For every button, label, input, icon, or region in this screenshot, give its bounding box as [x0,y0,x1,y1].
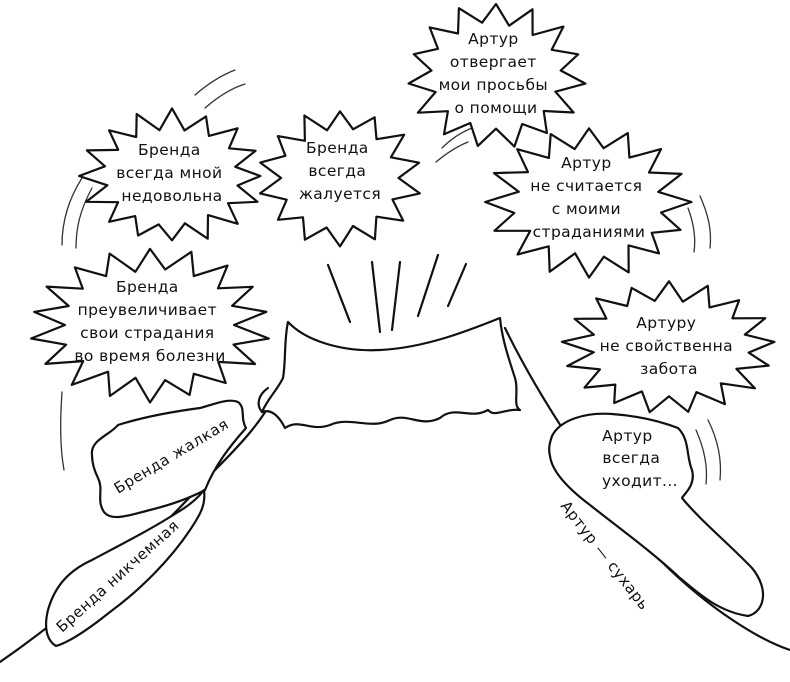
motion-arc-11 [707,419,722,481]
crater-lip-left [257,386,270,414]
burst-artur-ignores [484,127,693,279]
burst-line: Артур [468,30,518,48]
burst-text-brenda-dissatisfied: Бренда всегда мной недовольна [116,141,228,205]
motion-arc-8 [687,207,696,253]
burst-line: о помощи [454,99,537,117]
eruption-ray-5 [446,262,468,308]
rock-brenda-worthless [45,488,206,648]
burst-brenda-exaggerates [30,247,270,404]
burst-line: жалуется [299,185,381,203]
motion-arc-2 [204,83,246,109]
burst-text-artur-ignores: Артур не считается с моими страданиями [530,154,647,241]
rock-line: уходит... [602,472,678,490]
burst-line: не считается [530,177,642,195]
burst-text-artur-uncaring: Артуру не свойственна забота [600,314,739,378]
burst-line: с моими [552,200,621,218]
burst-line: Артуру [636,314,696,332]
rock-line: всегда [602,449,660,467]
eruption-ray-2 [370,260,382,334]
rock-text-artur-leaves: Артур всегда уходит... [602,427,678,490]
burst-line: забота [640,360,698,378]
volcano-crater [260,316,522,430]
burst-line: всегда мной [116,164,222,182]
motion-arc-1 [194,69,236,96]
burst-line: Бренда [306,139,369,157]
motion-arc-7 [435,141,469,163]
burst-shapes [30,2,776,414]
motion-arc-9 [699,195,712,249]
burst-artur-uncaring [560,280,776,414]
motion-arc-6 [441,127,473,149]
burst-brenda-complains [259,110,421,248]
burst-line: свои страдания [80,324,214,342]
burst-line: Бренда [138,141,201,159]
rock-brenda-pathetic [90,399,248,519]
burst-line: во время болезни [74,347,225,365]
burst-text-artur-rejects: Артур отвергает мои просьбы о помощи [439,30,554,117]
burst-line: отвергает [450,53,537,71]
burst-artur-rejects [407,2,587,148]
rock-line: Артур [602,427,652,445]
motion-arc-10 [695,429,708,485]
eruption-ray-3 [390,260,402,332]
burst-text-brenda-complains: Бренда всегда жалуется [299,139,381,203]
motion-arc-3 [61,177,83,246]
burst-line: Бренда [116,278,179,296]
eruption-ray-4 [416,253,440,318]
burst-line: страданиями [533,223,646,241]
burst-line: преувеличивает [78,301,217,319]
burst-text-brenda-exaggerates: Бренда преувеличивает свои страдания во … [74,278,225,365]
burst-line: Артур [561,154,611,172]
rock-artur-leaves [548,412,765,618]
burst-line: всегда [308,162,366,180]
burst-line: не свойственна [600,337,733,355]
eruption-ray-1 [326,263,352,324]
burst-brenda-dissatisfied [77,107,262,242]
motion-arc-5 [60,391,65,471]
motion-arc-4 [75,187,93,249]
burst-line: мои просьбы [439,76,549,94]
burst-line: недовольна [121,187,222,205]
